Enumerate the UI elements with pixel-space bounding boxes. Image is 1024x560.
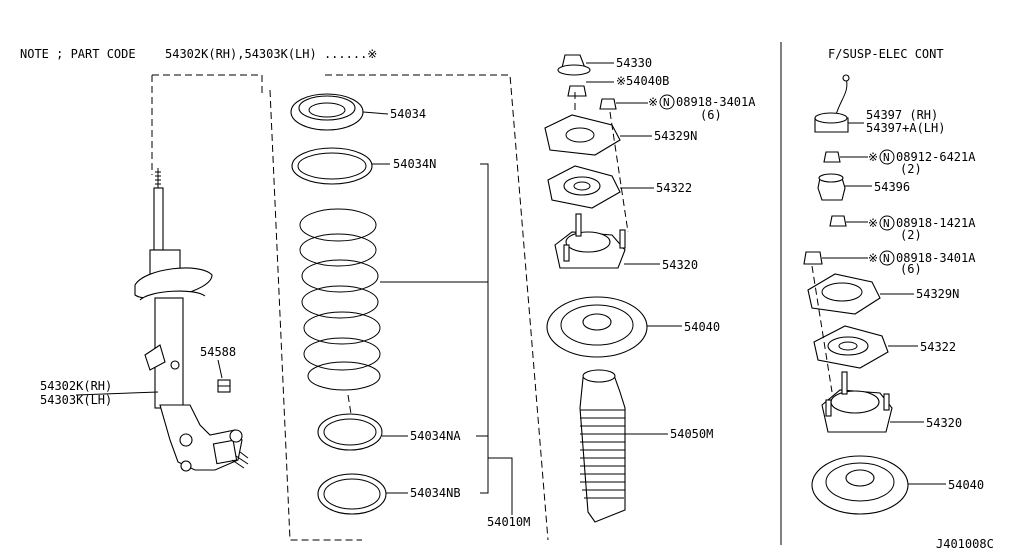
cap-54330 <box>557 54 591 76</box>
nut-08918-3401A-r <box>803 251 823 265</box>
bound-stopper-54040 <box>546 296 648 358</box>
bound-bumper-54034NA <box>317 413 383 451</box>
n-circle-b <box>879 149 895 165</box>
plate-54322 <box>547 165 621 209</box>
nut-08918-1421A <box>829 215 847 227</box>
asterisk-n-d: ※ <box>868 251 878 265</box>
label-nut-d-qty: (6) <box>900 262 922 276</box>
asterisk-n-b: ※ <box>868 150 878 164</box>
label-54396: 54396 <box>874 180 910 194</box>
label-strut-lh: 54303K(LH) <box>40 393 112 407</box>
n-circle-c <box>879 215 895 231</box>
bound-stopper-54040-r <box>811 455 909 515</box>
asterisk-n-a: ※ <box>648 95 658 109</box>
rubber-seat-54034N <box>291 147 373 185</box>
label-54322-r: 54322 <box>920 340 956 354</box>
label-nut-c-qty: (2) <box>900 228 922 242</box>
nut-08912-6421A <box>823 151 841 163</box>
section-right-title: F/SUSP-ELEC CONT <box>828 47 944 61</box>
spring-assembly-boundary <box>269 74 549 541</box>
note-part-codes: 54302K(RH),54303K(LH) ......※ <box>165 47 377 61</box>
label-54329N: 54329N <box>654 129 697 143</box>
plate-54322-r <box>813 325 889 369</box>
note-title: NOTE ; PART CODE <box>20 47 136 61</box>
label-nut-a-qty: (6) <box>700 108 722 122</box>
label-54034NB: 54034NB <box>410 486 461 500</box>
label-54322: 54322 <box>656 181 692 195</box>
lower-seat-54034NB <box>317 473 387 515</box>
nut-54040B <box>567 85 587 97</box>
strut-assembly-boundary <box>151 74 263 175</box>
actuator-54397 <box>814 74 850 133</box>
label-54034: 54034 <box>390 107 426 121</box>
label-nut-b-code: 08912-6421A <box>896 150 976 164</box>
plate-54329N-r <box>807 273 881 315</box>
bracket-54396 <box>817 173 846 201</box>
label-54010M: 54010M <box>487 515 530 529</box>
n-mark-d: N <box>883 252 890 265</box>
label-54050M: 54050M <box>670 427 713 441</box>
label-54040B: ※54040B <box>616 74 669 88</box>
n-circle-a <box>659 94 675 110</box>
mount-54320 <box>554 213 626 269</box>
n-mark-a: N <box>663 96 670 109</box>
label-54040: 54040 <box>684 320 720 334</box>
asterisk-n-c: ※ <box>868 216 878 230</box>
n-mark-b: N <box>883 151 890 164</box>
nut-08918-3401A <box>599 98 617 110</box>
label-54329N-r: 54329N <box>916 287 959 301</box>
label-54040-r: 54040 <box>948 478 984 492</box>
label-54330: 54330 <box>616 56 652 70</box>
label-nut-c-code: 08918-1421A <box>896 216 976 230</box>
label-actuator-rh: 54397 (RH) <box>866 108 938 122</box>
mount-54320-r <box>821 371 893 433</box>
dust-boot-54050M <box>579 369 626 523</box>
label-strut-rh: 54302K(RH) <box>40 379 112 393</box>
spring-seat-54034 <box>290 93 364 131</box>
plate-54329N <box>544 114 621 156</box>
n-circle-d <box>879 250 895 266</box>
label-54320: 54320 <box>662 258 698 272</box>
label-54320-r: 54320 <box>926 416 962 430</box>
label-nut-a-code: 08918-3401A <box>676 95 756 109</box>
nut-54588 <box>217 379 231 393</box>
diagram-code: J401008C <box>936 537 994 551</box>
label-54034NA: 54034NA <box>410 429 461 443</box>
strut-assembly <box>134 168 249 472</box>
n-mark-c: N <box>883 217 890 230</box>
label-54588: 54588 <box>200 345 236 359</box>
coil-spring <box>299 208 381 391</box>
label-actuator-lh: 54397+A(LH) <box>866 121 945 135</box>
label-nut-d-code: 08918-3401A <box>896 251 976 265</box>
label-nut-b-qty: (2) <box>900 162 922 176</box>
label-54034N: 54034N <box>393 157 436 171</box>
